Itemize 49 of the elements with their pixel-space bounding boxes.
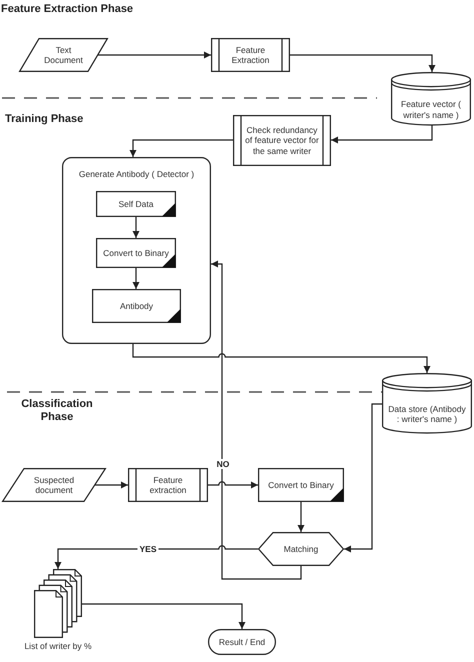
node-text: Convert to Binary bbox=[103, 248, 169, 258]
node-text: Convert to Binary bbox=[268, 480, 334, 490]
arrow bbox=[132, 217, 140, 238]
phase-label: Classification Phase bbox=[20, 398, 94, 424]
arrow bbox=[331, 125, 433, 144]
process-box bbox=[92, 289, 181, 323]
arrow bbox=[54, 545, 258, 569]
node-label: List of writer by % bbox=[23, 641, 93, 652]
arrow bbox=[211, 260, 302, 580]
subprocess-box bbox=[128, 468, 208, 502]
process-box bbox=[258, 468, 344, 502]
node-text: Result / End bbox=[218, 636, 266, 648]
group-container bbox=[62, 157, 211, 344]
decision-hexagon bbox=[258, 532, 344, 566]
arrow bbox=[344, 403, 382, 552]
phase-label: Feature Extraction Phase bbox=[1, 3, 134, 16]
node-text: Antibody bbox=[120, 300, 154, 312]
arrow bbox=[132, 344, 430, 373]
node-text: Data store (Antibody : writer's name ) bbox=[387, 404, 467, 424]
phase-label: Training Phase bbox=[5, 113, 84, 126]
edge-label: NO bbox=[214, 459, 232, 469]
database-cylinder bbox=[391, 72, 471, 125]
arrow bbox=[98, 52, 211, 58]
node-text: Check redundancy of feature vector for the same writer bbox=[244, 124, 320, 156]
arrow bbox=[95, 482, 128, 488]
subprocess-box bbox=[211, 38, 290, 72]
arrow bbox=[290, 54, 436, 72]
node-text: Self Data bbox=[118, 198, 154, 210]
database-cylinder bbox=[382, 373, 472, 433]
process-box bbox=[96, 238, 176, 268]
edge-label: YES bbox=[138, 544, 158, 554]
process-box bbox=[96, 191, 176, 217]
terminator-pill bbox=[208, 629, 276, 655]
input-parallelogram bbox=[2, 468, 106, 502]
group-heading: Generate Antibody ( Detector ) bbox=[78, 168, 194, 180]
input-parallelogram bbox=[19, 38, 108, 72]
arrow bbox=[132, 268, 140, 289]
arrow bbox=[208, 481, 258, 488]
node-text: Feature extraction bbox=[148, 474, 188, 496]
arrow bbox=[130, 139, 233, 157]
arrow bbox=[82, 603, 246, 629]
node-text: Text Document bbox=[43, 44, 84, 66]
document-stack bbox=[34, 569, 82, 638]
node-text: Feature Extraction bbox=[230, 44, 270, 66]
subprocess-box bbox=[233, 115, 331, 166]
node-text: Suspected document bbox=[32, 474, 76, 496]
arrow bbox=[298, 502, 304, 532]
node-text: Matching bbox=[284, 544, 318, 554]
node-text: Feature vector ( writer's name ) bbox=[400, 99, 462, 120]
